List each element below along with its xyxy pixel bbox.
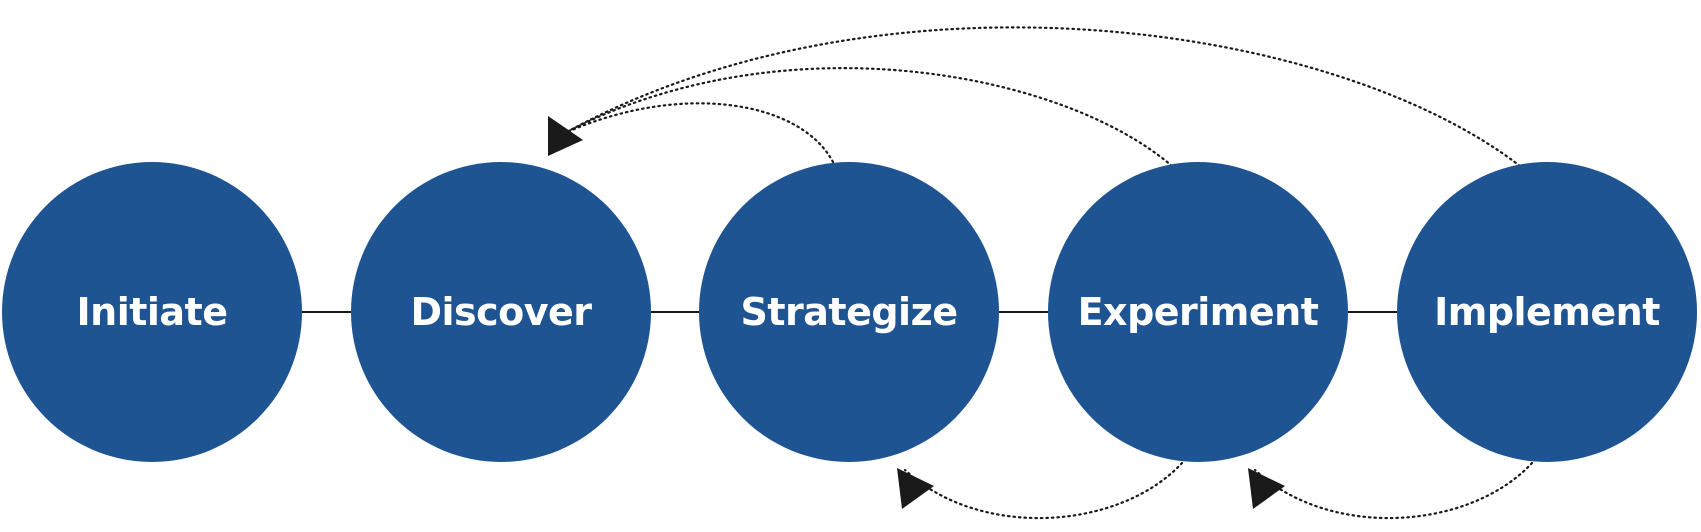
loop-experiment-to-discover	[563, 67, 1174, 168]
stage-label-strategize: Strategize	[741, 290, 958, 334]
stage-discover: Discover	[351, 162, 651, 462]
stage-experiment: Experiment	[1048, 162, 1348, 462]
stage-label-discover: Discover	[410, 290, 592, 334]
arrowhead-strategize	[897, 468, 934, 509]
stage-implement: Implement	[1397, 162, 1697, 462]
loop-implement-to-discover	[563, 26, 1522, 168]
loop-experiment-to-strategize	[903, 461, 1184, 520]
stage-label-experiment: Experiment	[1078, 290, 1319, 334]
stage-circle-experiment	[1048, 162, 1348, 462]
stage-circle-initiate	[2, 162, 302, 462]
stage-circle-strategize	[699, 162, 999, 462]
stage-label-initiate: Initiate	[77, 290, 228, 334]
stage-circle-implement	[1397, 162, 1697, 462]
stage-circle-discover	[351, 162, 651, 462]
stage-initiate: Initiate	[2, 162, 302, 462]
loop-strategize-to-discover	[563, 102, 835, 164]
arrowhead-experiment	[1248, 468, 1285, 509]
loop-implement-to-experiment	[1253, 461, 1534, 520]
stage-strategize: Strategize	[699, 162, 999, 462]
arrowhead-discover	[548, 116, 583, 156]
stage-label-implement: Implement	[1434, 290, 1660, 334]
